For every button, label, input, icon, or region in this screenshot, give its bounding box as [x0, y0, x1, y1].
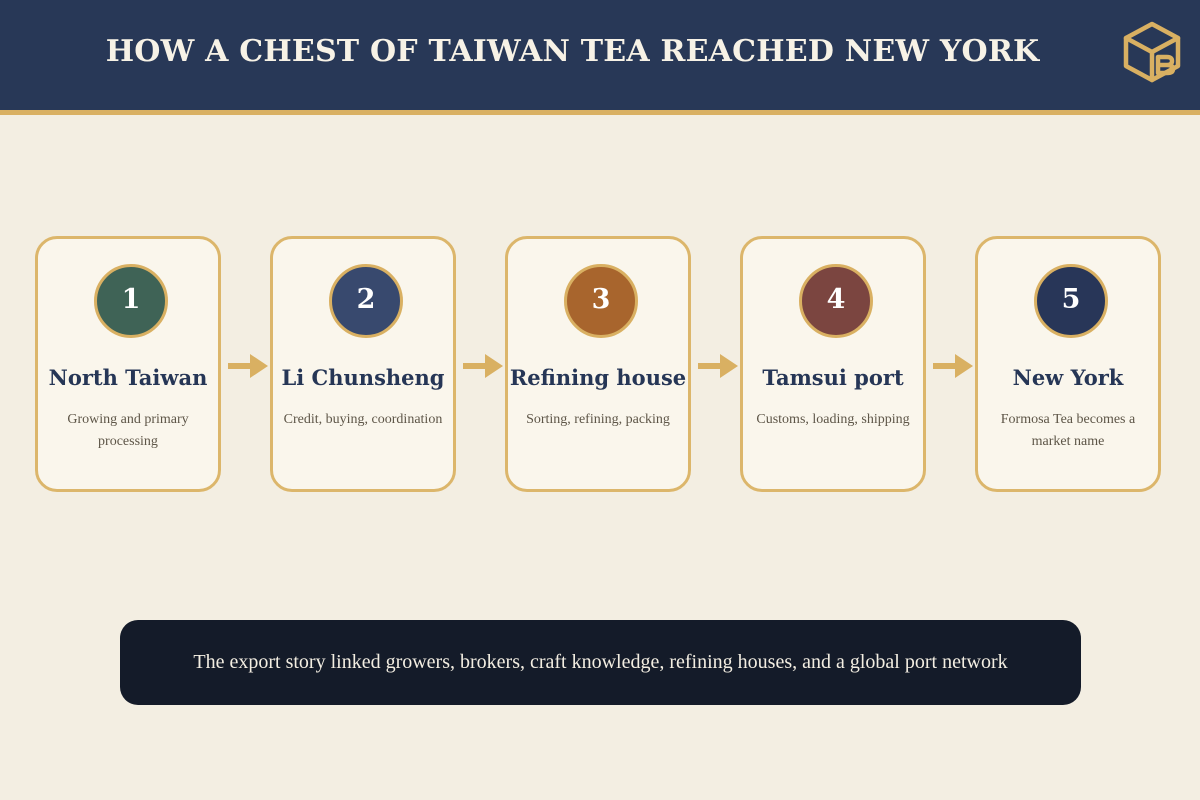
step-description: Growing and primary processing [67, 412, 189, 449]
page-title: HOW A CHEST OF TAIWAN TEA REACHED NEW YO… [105, 34, 1040, 69]
arrow-right-icon [463, 354, 503, 378]
step-title: Refining house [509, 365, 687, 390]
step-description: Customs, loading, shipping [756, 412, 910, 427]
step-number-badge: 4 [799, 264, 873, 338]
step-number-badge: 3 [564, 264, 638, 338]
step-description: Formosa Tea becomes a market name [1000, 412, 1136, 449]
step-title: Li Chunsheng [281, 365, 445, 390]
step-number-badge: 1 [94, 264, 168, 338]
arrow-right-icon [933, 354, 973, 378]
arrow-right-icon [228, 354, 268, 378]
step-title: Tamsui port [762, 365, 904, 390]
summary-banner: The export story linked growers, brokers… [120, 620, 1081, 705]
step-card-tamsui-port: 4 Tamsui port Customs, loading, shipping [740, 236, 926, 492]
step-number-badge: 5 [1034, 264, 1108, 338]
step-title: New York [1012, 365, 1124, 390]
cube-logo-icon [1123, 21, 1181, 83]
step-card-refining-house: 3 Refining house Sorting, refining, pack… [505, 236, 691, 492]
step-card-li-chunsheng: 2 Li Chunsheng Credit, buying, coordinat… [270, 236, 456, 492]
step-title: North Taiwan [48, 365, 208, 390]
step-card-new-york: 5 New York Formosa Tea becomes a market … [975, 236, 1161, 492]
step-number-badge: 2 [329, 264, 403, 338]
step-description: Sorting, refining, packing [526, 412, 670, 427]
step-description: Credit, buying, coordination [283, 412, 443, 427]
header-bar: HOW A CHEST OF TAIWAN TEA REACHED NEW YO… [0, 0, 1200, 115]
step-card-north-taiwan: 1 North Taiwan Growing and primary proce… [35, 236, 221, 492]
arrow-right-icon [698, 354, 738, 378]
